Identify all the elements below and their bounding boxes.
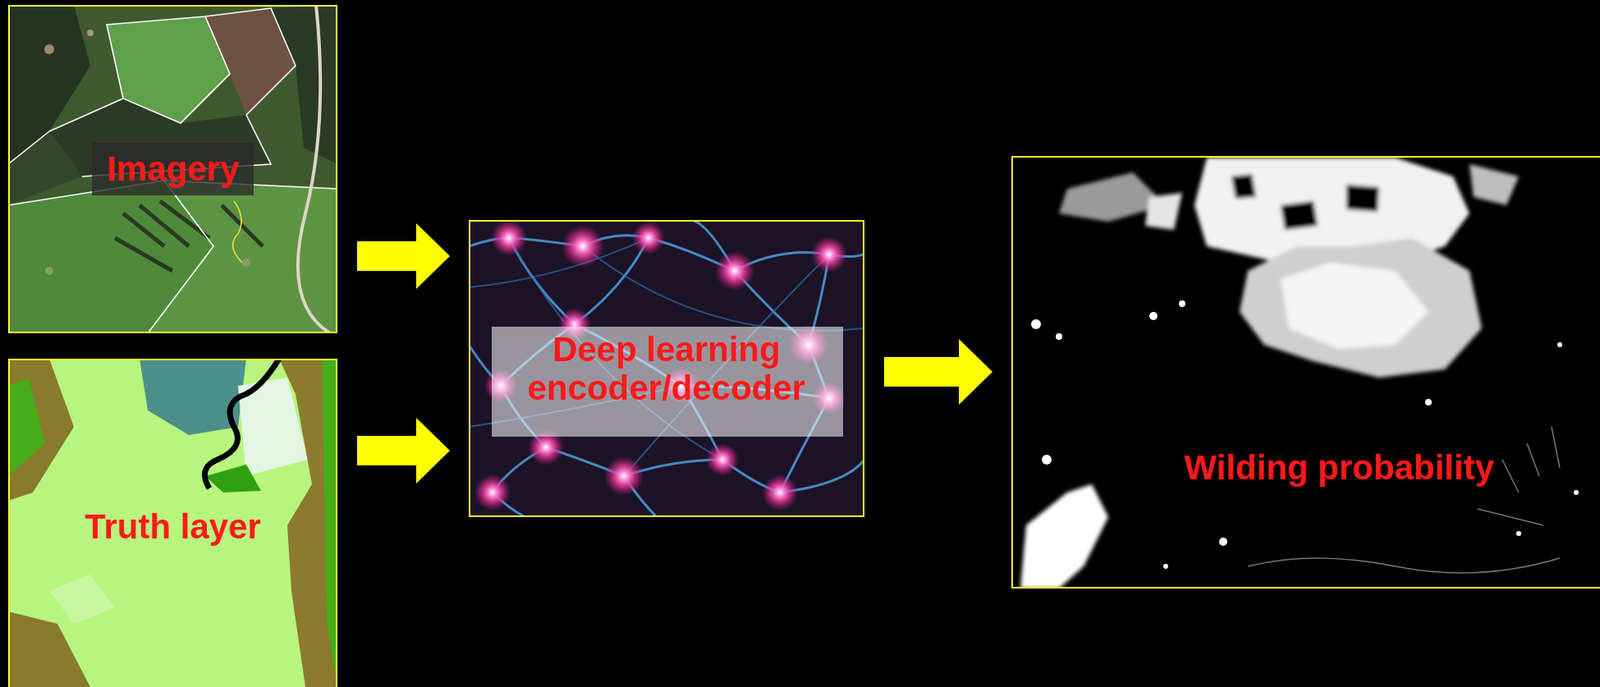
block-arrow	[357, 417, 450, 484]
image-panel: Wilding probability	[1011, 155, 1600, 589]
image-panel: Truth layer	[8, 358, 338, 687]
image-panel: Deep learning encoder/decoder	[468, 220, 865, 518]
block-arrow	[884, 339, 993, 405]
truth-map	[8, 358, 338, 687]
node-label: Deep learning encoder/decoder	[477, 325, 856, 413]
neuron-picture	[468, 220, 865, 518]
node-label: Imagery	[91, 142, 254, 195]
aerial-imagery	[8, 4, 338, 334]
node-label: Truth layer	[79, 505, 266, 548]
block-arrow	[357, 223, 450, 289]
image-panel: Imagery	[8, 4, 338, 334]
probability-map	[1011, 155, 1600, 589]
node-label: Wilding probability	[1178, 446, 1500, 489]
